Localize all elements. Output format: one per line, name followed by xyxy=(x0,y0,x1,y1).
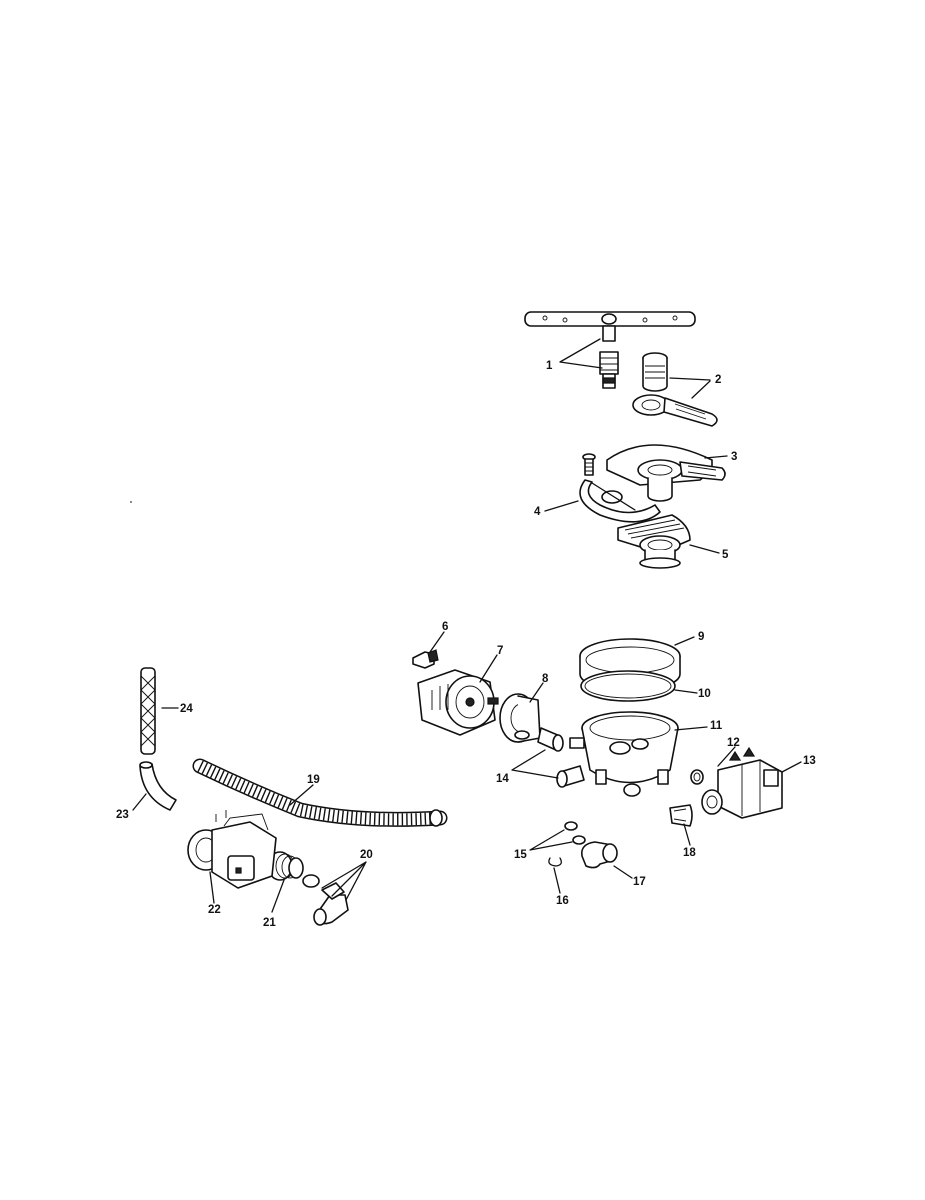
part-22-drain-pump xyxy=(187,810,277,889)
scan-speck xyxy=(130,501,132,503)
part-16-clip xyxy=(548,857,562,867)
callout-5: 5 xyxy=(722,549,729,561)
part-17-elbow xyxy=(580,841,618,869)
part-11-sump xyxy=(569,711,679,797)
callout-4: 4 xyxy=(534,506,541,518)
part-15-o-rings xyxy=(564,821,586,845)
callout-15: 15 xyxy=(514,849,527,861)
callout-17: 17 xyxy=(633,876,646,888)
callout-6: 6 xyxy=(442,621,448,633)
part-8-pump-housing xyxy=(499,693,541,743)
callout-10: 10 xyxy=(698,688,711,700)
part-12-ring xyxy=(690,769,704,785)
part-3-cover xyxy=(606,444,726,502)
leader-lines xyxy=(132,338,802,913)
callout-14: 14 xyxy=(496,773,509,785)
callout-9: 9 xyxy=(698,631,704,643)
part-23-hose-elbow xyxy=(139,761,177,811)
callout-11: 11 xyxy=(710,720,723,732)
part-20-fitting xyxy=(302,874,349,926)
callout-8: 8 xyxy=(542,673,549,685)
callout-19: 19 xyxy=(307,774,320,786)
part-19-drain-hose xyxy=(192,758,448,827)
part-13-valve xyxy=(701,746,783,819)
callout-1: 1 xyxy=(546,360,553,372)
part-5-filter-screen xyxy=(617,514,691,569)
part-2-filter-cup xyxy=(632,352,718,427)
callout-7: 7 xyxy=(497,645,503,657)
callout-labels: 1 2 3 4 5 6 7 8 9 10 11 12 13 14 15 16 1… xyxy=(116,360,816,929)
part-7-motor xyxy=(417,669,499,736)
part-10-o-ring xyxy=(580,670,676,702)
callout-18: 18 xyxy=(683,847,696,859)
callout-2: 2 xyxy=(715,374,721,386)
callout-20: 20 xyxy=(360,849,373,861)
callout-13: 13 xyxy=(803,755,816,767)
callout-24: 24 xyxy=(180,703,193,715)
callout-3: 3 xyxy=(731,451,737,463)
callout-23: 23 xyxy=(116,809,129,821)
callout-16: 16 xyxy=(556,895,569,907)
callout-21: 21 xyxy=(263,917,276,929)
part-18-gasket xyxy=(669,804,693,827)
callout-22: 22 xyxy=(208,904,221,916)
callout-12: 12 xyxy=(727,737,740,749)
part-4-screw-and-arm xyxy=(579,453,661,523)
part-6-connector xyxy=(412,649,439,669)
part-1-spray-arm xyxy=(524,311,696,389)
part-14-couplers xyxy=(537,727,585,788)
part-24-inlet-hose xyxy=(140,667,156,755)
